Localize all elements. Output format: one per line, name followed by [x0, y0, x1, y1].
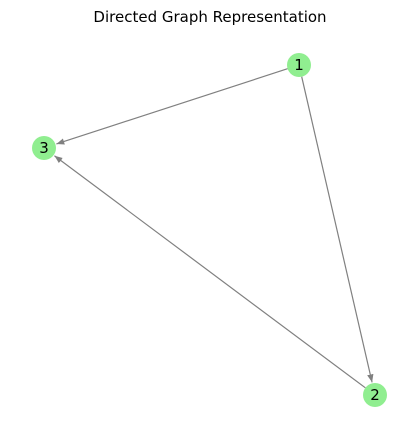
edges-layer	[54, 68, 374, 389]
node-circle	[32, 136, 56, 160]
node-1: 1	[287, 53, 311, 77]
edge-2-to-3	[54, 155, 366, 389]
edge-1-to-2	[301, 76, 374, 383]
node-label: 3	[39, 139, 49, 157]
node-label: 1	[294, 56, 304, 74]
node-3: 3	[32, 136, 56, 160]
node-label: 2	[370, 386, 380, 404]
edge-1-to-3	[56, 68, 288, 145]
graph-title: Directed Graph Representation	[93, 8, 326, 26]
nodes-layer: 1 2 3	[32, 53, 387, 407]
node-circle	[287, 53, 311, 77]
node-2: 2	[363, 383, 387, 407]
node-circle	[363, 383, 387, 407]
